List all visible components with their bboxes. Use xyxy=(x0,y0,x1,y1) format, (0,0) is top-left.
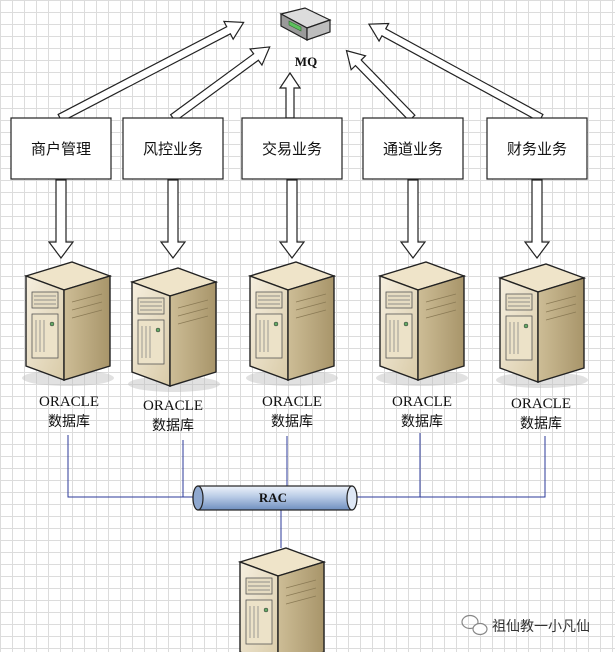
arrow-risk-to-mq xyxy=(169,46,271,123)
db-label: ORACLE xyxy=(143,398,203,414)
service-label: 商户管理 xyxy=(31,140,91,158)
down-arrow xyxy=(278,179,306,259)
arrows-to-databases xyxy=(47,179,551,259)
service-label: 交易业务 xyxy=(262,140,322,158)
arrows-to-mq xyxy=(57,20,544,123)
down-arrow xyxy=(399,179,427,259)
router-icon xyxy=(279,7,332,42)
server-icon xyxy=(495,263,589,389)
database-servers: ORACLE 数据库 ORACLE 数据库 ORACLE 数据库 ORACLE … xyxy=(21,261,589,434)
arrow-merchant-to-mq xyxy=(57,20,245,123)
server-icon xyxy=(21,261,115,387)
server-icon xyxy=(235,547,329,652)
arrow-finance-to-mq xyxy=(367,22,544,123)
database-server-risk: ORACLE 数据库 xyxy=(127,267,221,434)
db-label: ORACLE xyxy=(511,396,571,412)
down-arrow xyxy=(159,179,187,259)
server-icon xyxy=(375,261,469,387)
service-label: 风控业务 xyxy=(143,140,203,158)
arrow-trade-to-mq xyxy=(278,71,302,119)
database-server-finance: ORACLE 数据库 xyxy=(495,263,589,432)
rac-connector-lines xyxy=(67,433,546,548)
service-box-risk: 风控业务 xyxy=(122,117,224,180)
arrow-channel-to-mq xyxy=(345,49,416,122)
service-box-merchant: 商户管理 xyxy=(10,117,112,180)
db-sublabel: 数据库 xyxy=(48,414,90,430)
db-sublabel: 数据库 xyxy=(271,414,313,430)
service-box-channel: 通道业务 xyxy=(362,117,464,180)
rac-label: RAC xyxy=(259,490,287,505)
service-box-finance: 财务业务 xyxy=(486,117,588,180)
wechat-icon xyxy=(461,614,488,636)
database-server-trade: ORACLE 数据库 xyxy=(245,261,339,430)
storage-server xyxy=(235,547,329,652)
mq-node: MQ xyxy=(279,7,332,69)
db-label: ORACLE xyxy=(392,394,452,410)
down-arrow xyxy=(523,179,551,259)
watermark-text: 祖仙教一小凡仙 xyxy=(492,619,590,635)
db-label: ORACLE xyxy=(262,394,322,410)
rac-bus: RAC xyxy=(192,485,358,511)
mq-label: MQ xyxy=(295,54,317,69)
db-sublabel: 数据库 xyxy=(401,414,443,430)
database-server-merchant: ORACLE 数据库 xyxy=(21,261,115,430)
down-arrow xyxy=(47,179,75,259)
service-boxes: 商户管理 风控业务 交易业务 通道业务 财务业务 xyxy=(10,117,588,180)
service-label: 财务业务 xyxy=(507,140,567,158)
server-icon xyxy=(245,261,339,387)
watermark: 祖仙教一小凡仙 xyxy=(461,614,590,636)
db-label: ORACLE xyxy=(39,394,99,410)
service-label: 通道业务 xyxy=(383,140,443,158)
db-sublabel: 数据库 xyxy=(152,418,194,434)
db-sublabel: 数据库 xyxy=(520,416,562,432)
database-server-channel: ORACLE 数据库 xyxy=(375,261,469,430)
service-box-trade: 交易业务 xyxy=(241,117,343,180)
server-icon xyxy=(127,267,221,393)
